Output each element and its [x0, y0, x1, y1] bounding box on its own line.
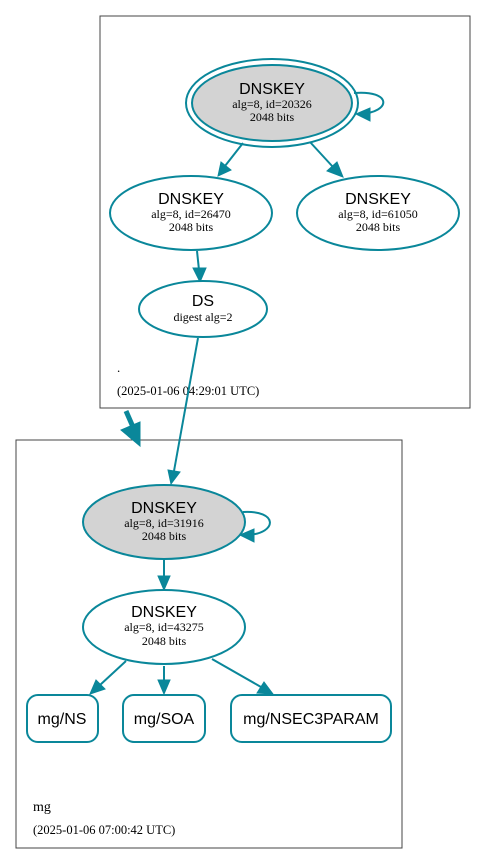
- mg-zone-timestamp: (2025-01-06 07:00:42 UTC): [33, 823, 175, 837]
- node-root-zsk-a[interactable]: DNSKEY alg=8, id=26470 2048 bits: [109, 175, 273, 251]
- node-root-ksk-line1: alg=8, id=20326: [232, 97, 312, 111]
- node-mg-zsk[interactable]: DNSKEY alg=8, id=43275 2048 bits: [82, 589, 246, 665]
- node-mg-zsk-line2: 2048 bits: [142, 634, 187, 648]
- node-mg-nsec3param-label: mg/NSEC3PARAM: [243, 711, 379, 728]
- node-root-zsk-a-line2: 2048 bits: [169, 220, 214, 234]
- edge-root-ksk-self-arrow: [354, 107, 371, 122]
- root-zone-name: .: [117, 360, 120, 375]
- edge-mg-ksk-self-arrow: [238, 528, 255, 543]
- node-mg-ns[interactable]: mg/NS: [26, 694, 99, 743]
- edge-root-ksk-zsk-a: [224, 142, 244, 167]
- node-mg-ns-label: mg/NS: [38, 711, 87, 728]
- node-root-zsk-b-line1: alg=8, id=61050: [338, 207, 418, 221]
- mg-zone-cluster: mg (2025-01-06 07:00:42 UTC): [15, 439, 403, 849]
- edge-mg-zsk-ns: [99, 660, 127, 686]
- node-mg-ksk-line2: 2048 bits: [142, 529, 187, 543]
- node-root-ds-line1: digest alg=2: [173, 310, 232, 324]
- node-root-ds[interactable]: DS digest alg=2: [138, 280, 268, 338]
- edge-root-ksk-zsk-b: [309, 141, 334, 168]
- node-root-zsk-a-title: DNSKEY: [158, 191, 224, 208]
- edge-ds-mg-ksk: [173, 337, 199, 472]
- edge-mg-ksk-self: [242, 510, 271, 536]
- node-root-ksk[interactable]: DNSKEY alg=8, id=20326 2048 bits: [185, 58, 359, 148]
- node-root-zsk-a-line1: alg=8, id=26470: [151, 207, 231, 221]
- mg-zone-name: mg: [33, 800, 51, 815]
- edge-mg-zsk-soa-arrow: [157, 679, 171, 696]
- node-mg-soa-label: mg/SOA: [134, 711, 195, 728]
- node-root-zsk-b-title: DNSKEY: [345, 191, 411, 208]
- node-root-ksk-line2: 2048 bits: [250, 110, 295, 124]
- edge-mg-zsk-ns-arrow: [89, 679, 106, 695]
- node-mg-soa[interactable]: mg/SOA: [122, 694, 206, 743]
- edge-mg-zsk-nsec3param-arrow: [256, 681, 275, 695]
- node-mg-nsec3param[interactable]: mg/NSEC3PARAM: [230, 694, 392, 743]
- node-mg-ksk-title: DNSKEY: [131, 500, 197, 517]
- edge-root-ksk-zsk-a-arrow: [217, 161, 232, 177]
- node-mg-zsk-title: DNSKEY: [131, 604, 197, 621]
- node-mg-ksk-line1: alg=8, id=31916: [124, 516, 204, 530]
- edges: [89, 91, 385, 696]
- node-root-zsk-b-line2: 2048 bits: [356, 220, 401, 234]
- node-root-ksk-title: DNSKEY: [239, 81, 305, 98]
- root-zone-border: [99, 15, 471, 409]
- node-root-ds-title: DS: [192, 293, 214, 310]
- edge-mg-ksk-zsk-arrow: [157, 575, 171, 592]
- mg-zone-border: [15, 439, 403, 849]
- edge-delegation-arrow: [120, 421, 141, 448]
- edge-delegation: [123, 409, 136, 429]
- edge-ds-mg-ksk-arrow: [167, 469, 181, 486]
- node-mg-ksk[interactable]: DNSKEY alg=8, id=31916 2048 bits: [82, 484, 246, 560]
- edge-root-zsk-a-ds-arrow: [192, 267, 207, 284]
- edge-mg-zsk-nsec3param: [211, 658, 262, 688]
- node-mg-zsk-line1: alg=8, id=43275: [124, 620, 204, 634]
- edge-root-ksk-zsk-b-arrow: [326, 161, 344, 178]
- node-root-zsk-b[interactable]: DNSKEY alg=8, id=61050 2048 bits: [296, 175, 460, 251]
- edge-root-zsk-a-ds: [196, 250, 200, 271]
